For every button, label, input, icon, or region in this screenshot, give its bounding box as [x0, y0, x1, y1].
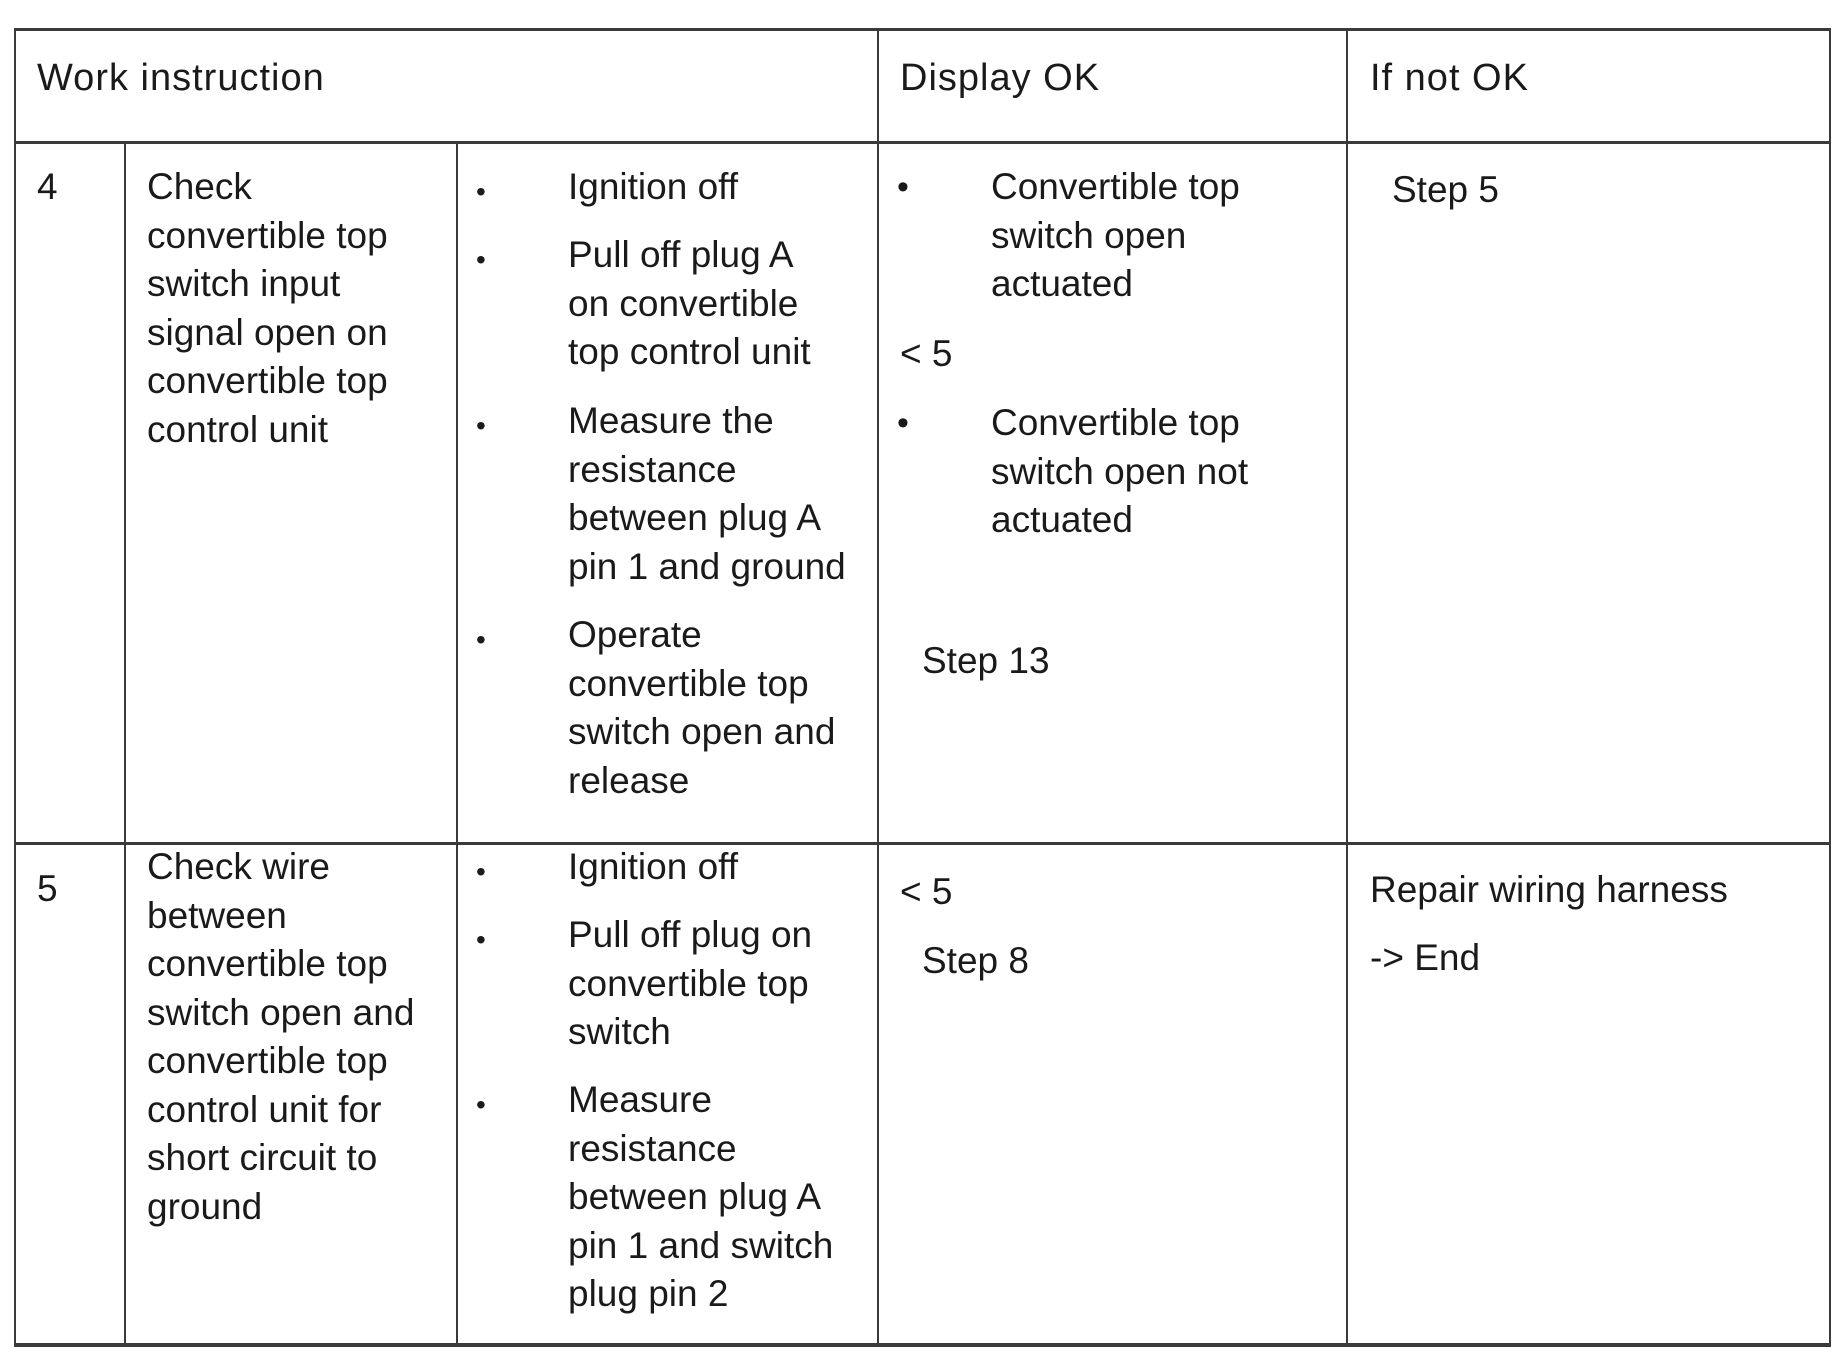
list-bullet: • [476, 856, 486, 887]
action-item: Ignition off [568, 166, 739, 207]
column-divider-description [456, 141, 458, 1346]
action-item: Pull off plug on convertible top switch [568, 914, 813, 1052]
step-description: Check convertible top switch input signa… [147, 166, 388, 450]
step-description: Check wire between convertible top switc… [147, 846, 415, 1227]
list-bullet: • [476, 176, 486, 207]
column-divider-step [124, 141, 126, 1346]
if-not-ok-action: Repair wiring harness [1370, 869, 1728, 910]
list-bullet: • [476, 410, 486, 441]
header-display-ok: Display OK [900, 57, 1101, 99]
step-number: 5 [37, 868, 58, 909]
if-not-ok-step: Step 5 [1392, 169, 1499, 210]
row-divider [14, 842, 1831, 845]
list-bullet: • [897, 404, 909, 442]
list-bullet: • [476, 244, 486, 275]
action-item: Pull off plug A on convertible top contr… [568, 234, 811, 372]
header-bottom-border [14, 141, 1831, 144]
table-left-border [14, 28, 16, 1346]
action-item: Ignition off [568, 846, 739, 887]
step-number: 4 [37, 166, 58, 207]
display-condition: Convertible top switch open actuated [991, 166, 1240, 304]
action-item: Measure the resistance between plug A pi… [568, 400, 846, 587]
list-bullet: • [476, 624, 486, 655]
display-condition: Convertible top switch open not actuated [991, 402, 1249, 540]
table-right-border [1829, 28, 1831, 1346]
display-next-step: Step 13 [922, 640, 1050, 681]
action-item: Measure resistance between plug A pin 1 … [568, 1079, 834, 1314]
header-work-instruction: Work instruction [37, 57, 325, 99]
column-divider-display-ok [877, 28, 879, 1346]
header-if-not-ok: If not OK [1370, 57, 1529, 99]
column-divider-if-not-ok [1346, 28, 1348, 1346]
list-bullet: • [476, 1089, 486, 1120]
if-not-ok-next: -> End [1370, 937, 1481, 978]
display-value: < 5 [900, 871, 953, 912]
table-top-border [14, 28, 1831, 31]
display-next-step: Step 8 [922, 940, 1029, 981]
list-bullet: • [897, 168, 909, 206]
action-item: Operate convertible top switch open and … [568, 614, 836, 801]
table-bottom-border [14, 1343, 1831, 1347]
list-bullet: • [476, 924, 486, 955]
display-value: < 5 [900, 333, 953, 374]
